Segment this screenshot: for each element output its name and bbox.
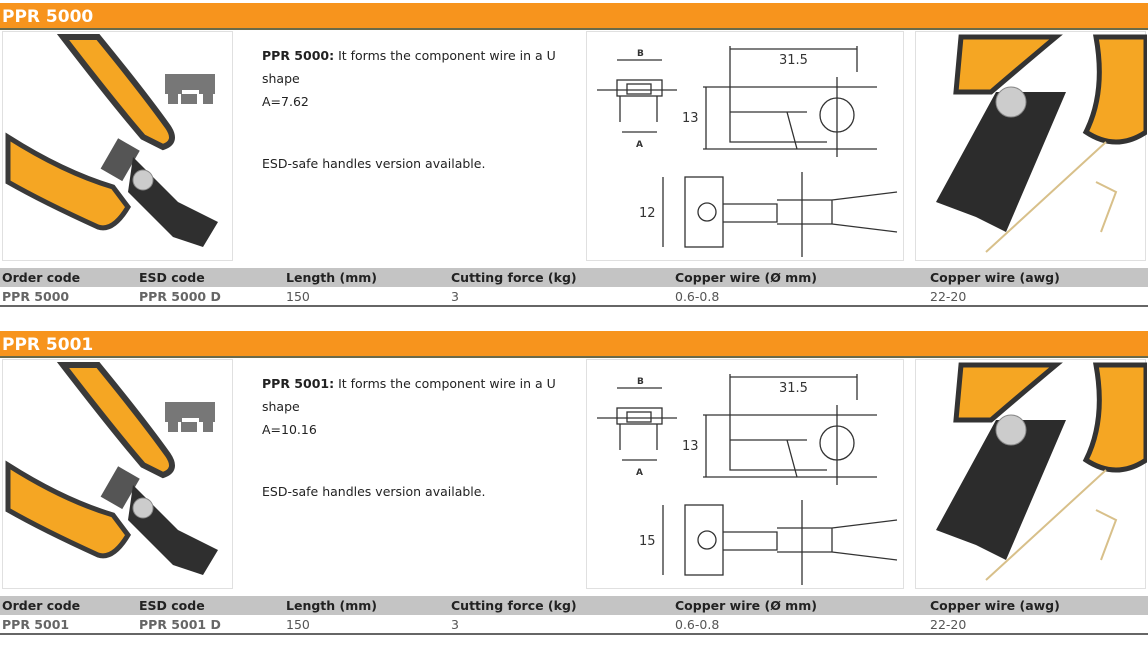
col-esd-code: ESD code xyxy=(139,270,205,285)
desc-bold: PPR 5000: xyxy=(262,48,335,63)
col-copper-mm: Copper wire (Ø mm) xyxy=(675,270,817,285)
esd-code: PPR 5001 D xyxy=(139,617,221,632)
product-section: PPR 5001 PPR 5001: It forms the componen… xyxy=(0,328,1148,638)
product-photo[interactable] xyxy=(915,359,1147,589)
product-photo[interactable] xyxy=(915,31,1147,261)
pliers-image xyxy=(5,34,218,247)
table-row: PPR 5001 PPR 5001 D 150 3 0.6-0.8 22-20 xyxy=(0,615,1148,635)
a-value: A=10.16 xyxy=(262,422,317,437)
product-title: PPR 5000 xyxy=(0,3,1148,30)
pliers-photo xyxy=(936,362,1147,581)
copper-awg-value: 22-20 xyxy=(930,289,967,304)
dim-length: 31.5 xyxy=(779,53,808,68)
dim-a: A xyxy=(636,468,643,478)
dim-length: 31.5 xyxy=(779,381,808,396)
esd-code: PPR 5000 D xyxy=(139,289,221,304)
col-esd-code: ESD code xyxy=(139,598,205,613)
order-code: PPR 5001 xyxy=(2,617,70,632)
desc-text: It forms the component wire in a U shape xyxy=(262,376,556,414)
col-order-code: Order code xyxy=(2,270,81,285)
product-image[interactable] xyxy=(2,359,233,589)
product-description: PPR 5000: It forms the component wire in… xyxy=(262,44,572,175)
dim-height: 13 xyxy=(682,439,699,454)
a-value: A=7.62 xyxy=(262,94,309,109)
u-shape-icon xyxy=(165,74,215,94)
product-image[interactable] xyxy=(2,31,233,261)
technical-drawing[interactable]: B A 31.5 13 12 xyxy=(586,31,904,261)
esd-note: ESD-safe handles version available. xyxy=(262,156,486,171)
col-order-code: Order code xyxy=(2,598,81,613)
copper-awg-value: 22-20 xyxy=(930,617,967,632)
col-length: Length (mm) xyxy=(286,270,377,285)
pliers-image xyxy=(5,362,218,575)
length-value: 150 xyxy=(286,289,310,304)
desc-bold: PPR 5001: xyxy=(262,376,335,391)
product-description: PPR 5001: It forms the component wire in… xyxy=(262,372,572,503)
esd-note: ESD-safe handles version available. xyxy=(262,484,486,499)
copper-mm-value: 0.6-0.8 xyxy=(675,289,720,304)
col-length: Length (mm) xyxy=(286,598,377,613)
spec-table-header: Order code ESD code Length (mm) Cutting … xyxy=(0,596,1148,615)
technical-drawing[interactable]: B A 31.5 13 15 xyxy=(586,359,904,589)
col-cutting-force: Cutting force (kg) xyxy=(451,270,577,285)
dim-a: A xyxy=(636,140,643,150)
col-copper-awg: Copper wire (awg) xyxy=(930,270,1060,285)
order-code: PPR 5000 xyxy=(2,289,70,304)
length-value: 150 xyxy=(286,617,310,632)
dim-width: 15 xyxy=(639,534,656,549)
dim-b: B xyxy=(637,377,644,387)
cutting-force-value: 3 xyxy=(451,617,459,632)
pliers-photo xyxy=(936,34,1147,253)
product-section: PPR 5000 PPR 5000: It forms the componen… xyxy=(0,0,1148,310)
table-row: PPR 5000 PPR 5000 D 150 3 0.6-0.8 22-20 xyxy=(0,287,1148,307)
copper-mm-value: 0.6-0.8 xyxy=(675,617,720,632)
desc-text: It forms the component wire in a U shape xyxy=(262,48,556,86)
u-shape-icon xyxy=(165,402,215,422)
col-cutting-force: Cutting force (kg) xyxy=(451,598,577,613)
cutting-force-value: 3 xyxy=(451,289,459,304)
dim-width: 12 xyxy=(639,206,656,221)
col-copper-awg: Copper wire (awg) xyxy=(930,598,1060,613)
dim-b: B xyxy=(637,49,644,59)
product-title: PPR 5001 xyxy=(0,331,1148,358)
dim-height: 13 xyxy=(682,111,699,126)
col-copper-mm: Copper wire (Ø mm) xyxy=(675,598,817,613)
spec-table-header: Order code ESD code Length (mm) Cutting … xyxy=(0,268,1148,287)
